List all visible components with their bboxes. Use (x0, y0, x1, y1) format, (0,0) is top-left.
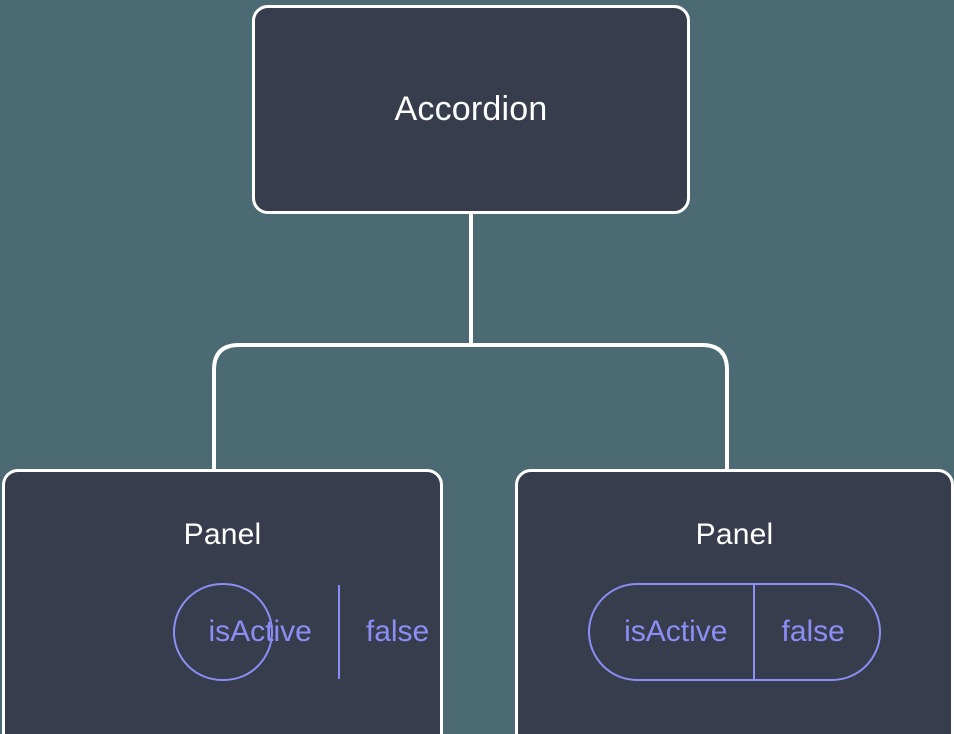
node-panel-2-prop-isactive[interactable]: isActive false (588, 582, 881, 681)
node-panel-2-label: Panel (695, 518, 774, 551)
node-panel-1-prop-key: isActive (208, 614, 312, 648)
edge-split-bar (212, 343, 729, 470)
node-panel-2[interactable]: Panel isActive false (515, 469, 954, 734)
node-panel-1-prop-value: false (337, 584, 463, 679)
node-panel-1[interactable]: Panel isActive false (2, 469, 443, 734)
node-panel-2-prop-key: isActive (624, 614, 728, 648)
node-panel-2-prop-value: false (753, 584, 878, 679)
node-panel-1-label: Panel (183, 518, 262, 551)
node-accordion-label: Accordion (394, 89, 548, 128)
node-panel-1-prop-isactive[interactable]: isActive false (172, 582, 429, 681)
node-accordion[interactable]: Accordion (252, 5, 690, 214)
